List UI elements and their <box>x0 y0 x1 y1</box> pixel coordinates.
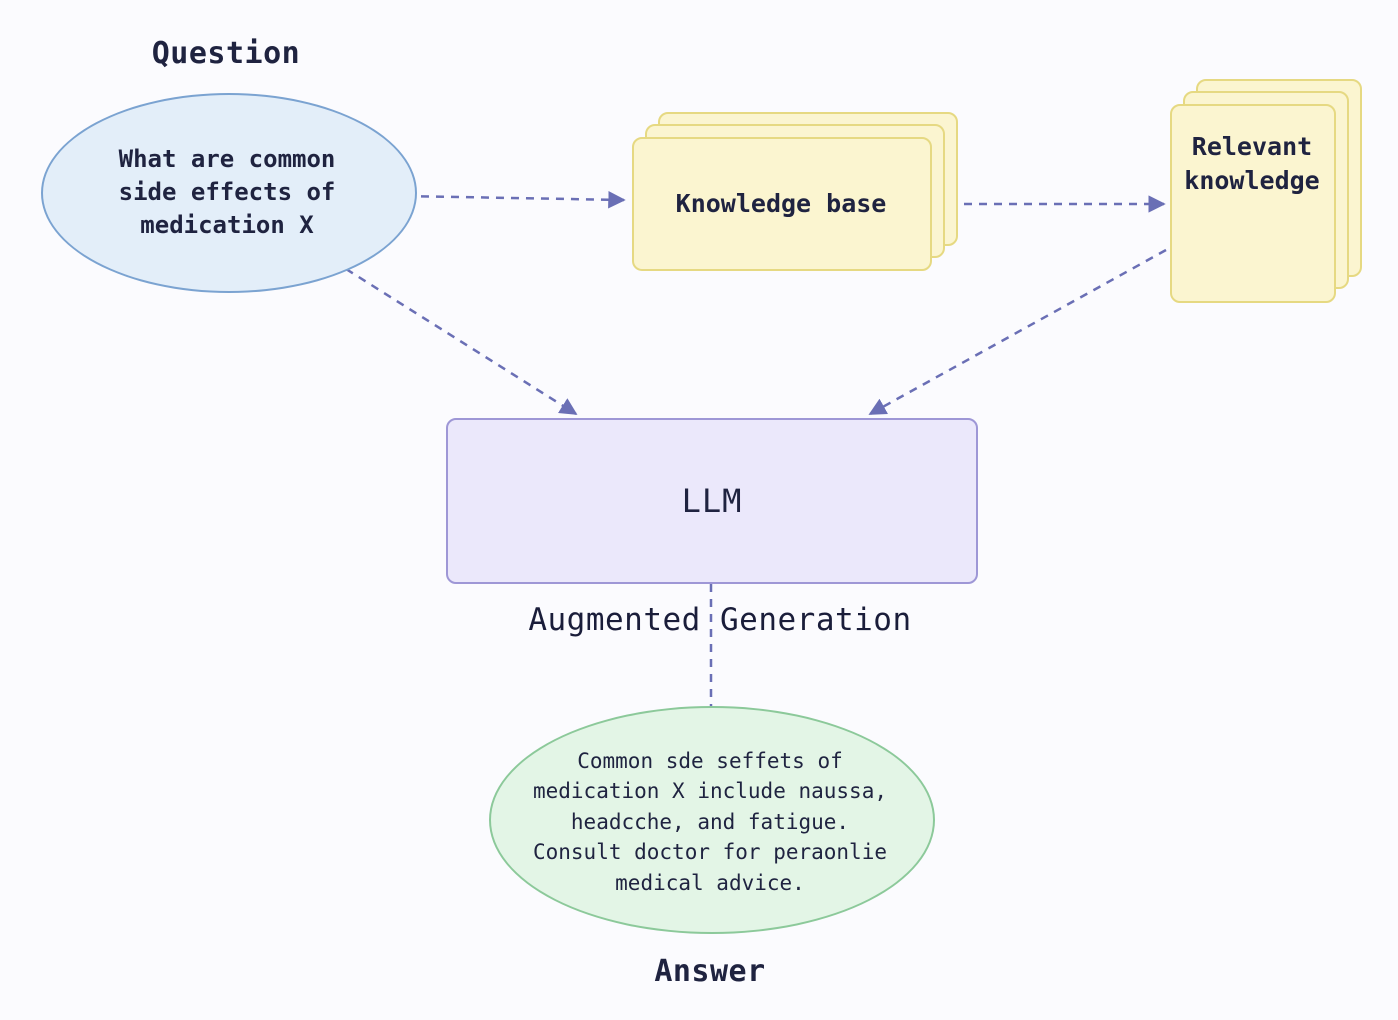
answer-node <box>489 706 935 934</box>
question-text: What are common side effects of medicati… <box>118 144 336 239</box>
llm-label: LLM <box>681 482 743 520</box>
relevant-knowledge-card-front <box>1170 104 1336 303</box>
question-node <box>41 93 417 293</box>
question-label: Question <box>151 36 301 71</box>
answer-label: Answer <box>654 954 766 989</box>
relevant-knowledge-label: Relevant knowledge <box>1184 132 1320 195</box>
knowledge-base-card-front <box>632 137 932 271</box>
arrow-question-to-llm <box>307 243 578 416</box>
knowledge-base-label: Knowledge base <box>675 188 887 218</box>
answer-text: Common sde seffets of medication X inclu… <box>532 748 887 895</box>
arrow-relevant-to-llm <box>868 248 1167 416</box>
llm-node <box>446 418 978 584</box>
augmented-generation-label: Augmented Generation <box>528 602 912 638</box>
